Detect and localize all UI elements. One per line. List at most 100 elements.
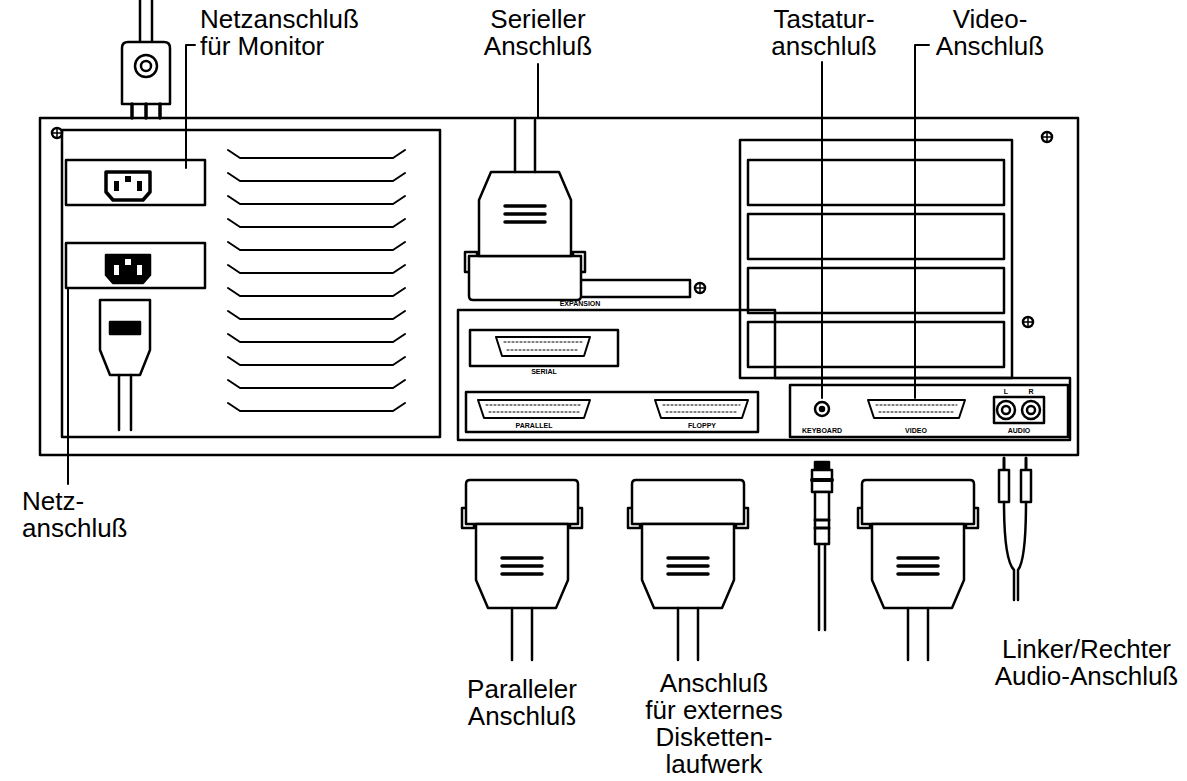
mains-inlet (137, 265, 142, 275)
panel-marking: R (1028, 388, 1033, 395)
audio-jacks (1022, 401, 1040, 419)
power-plug (100, 300, 150, 375)
audio-plugs (1018, 502, 1026, 600)
screw (1024, 318, 1032, 326)
audio-plugs (999, 470, 1009, 502)
monitor-power-plug (132, 104, 160, 118)
callout-label: Anschluß für externes Disketten- laufwer… (644, 670, 785, 778)
video-port (876, 405, 957, 412)
audio-plugs (1004, 458, 1026, 470)
vent-slots (228, 288, 405, 296)
parallel-port (486, 405, 582, 412)
power-plug (110, 322, 140, 334)
panel-marking: VIDEO (905, 427, 927, 434)
outlet-frame (66, 243, 205, 288)
power-plug (100, 300, 150, 430)
floppy-port (663, 405, 740, 412)
leader-line (68, 45, 929, 484)
leader-line (537, 64, 539, 118)
leader-line (915, 45, 929, 398)
floppy-port (655, 400, 748, 418)
keyboard-port (815, 402, 829, 416)
panel-marking: PARALLEL (516, 422, 553, 429)
screw (1023, 317, 1033, 327)
monitor-power-plug (122, 0, 170, 118)
audio-jacks (1027, 406, 1035, 414)
leader-line (67, 288, 69, 484)
keyboard-plug (819, 544, 825, 630)
port-frame (790, 385, 1068, 437)
panel-marking: KEYBOARD (802, 427, 842, 434)
vent-slots (228, 265, 405, 273)
power-plug (119, 375, 131, 430)
mains-inlet (106, 255, 150, 283)
power-supply-panel (62, 130, 440, 437)
keyboard-port (820, 407, 824, 411)
keyboard-plug (812, 478, 832, 482)
audio-jacks (1002, 406, 1010, 414)
video-port (868, 400, 965, 418)
leader-line (186, 45, 195, 168)
callout-label: Paralleler Anschluß (466, 676, 579, 730)
panel-marking: FLOPPY (688, 422, 716, 429)
expansion-slots (740, 140, 1012, 378)
vent-slots (228, 311, 405, 319)
callout-label: Netzanschluß für Monitor (200, 6, 362, 60)
screw (1042, 132, 1052, 142)
outlet-frame (66, 160, 205, 205)
audio-plugs (1021, 470, 1031, 502)
leader-line (821, 62, 823, 398)
monitor-power-plug (140, 0, 152, 42)
screw (695, 283, 705, 293)
audio-plugs (1004, 502, 1014, 600)
audio-jacks (994, 397, 1044, 423)
audio-jacks (994, 397, 1044, 423)
mains-inlet (106, 255, 150, 283)
serial-port (504, 342, 582, 350)
monitor-power-plug (122, 42, 170, 104)
screw (52, 128, 62, 138)
parallel-plug (462, 480, 582, 660)
callout-label: Tastatur- anschluß (770, 6, 879, 60)
io-panel-outline (458, 310, 1070, 440)
panel-marking: L (1004, 388, 1008, 395)
expansion-slots (740, 140, 1012, 378)
panel-marking: EXPANSION (560, 300, 601, 307)
monitor-outlet (125, 176, 131, 182)
keyboard-plug (812, 462, 832, 630)
video-port (868, 400, 965, 418)
monitor-power-plug (135, 55, 157, 77)
screw (696, 284, 704, 292)
audio-jacks (997, 401, 1015, 419)
vent-slots (228, 380, 405, 388)
keyboard-plug (812, 470, 832, 492)
screw (53, 129, 61, 137)
callout-label: Serieller Anschluß (482, 6, 594, 60)
keyboard-port (815, 402, 829, 416)
expansion-slots (748, 214, 1004, 259)
panel-marking: AUDIO (1008, 427, 1031, 434)
parallel-port (478, 400, 590, 418)
callout-label: Video- Anschluß (934, 6, 1046, 60)
floppy-port (655, 400, 748, 418)
mains-inlet (125, 259, 131, 265)
expansion-slots (748, 268, 1004, 313)
port-frame (466, 392, 758, 432)
serial-port (496, 337, 590, 356)
serial-port (470, 330, 618, 366)
vent-slots (228, 173, 405, 181)
panel-marking: SERIAL (531, 368, 557, 375)
monitor-outlet (114, 181, 119, 191)
panel-housing (40, 118, 1078, 455)
vent-slots (228, 150, 405, 158)
vent-slots (228, 196, 405, 204)
vent-slots (228, 403, 405, 411)
video-plug (858, 480, 978, 660)
vent-slots (228, 150, 405, 411)
keyboard-plug (815, 492, 829, 544)
serial-plug (465, 120, 585, 300)
floppy-plug (628, 480, 748, 660)
vent-slots (228, 357, 405, 365)
parallel-port (478, 400, 590, 418)
